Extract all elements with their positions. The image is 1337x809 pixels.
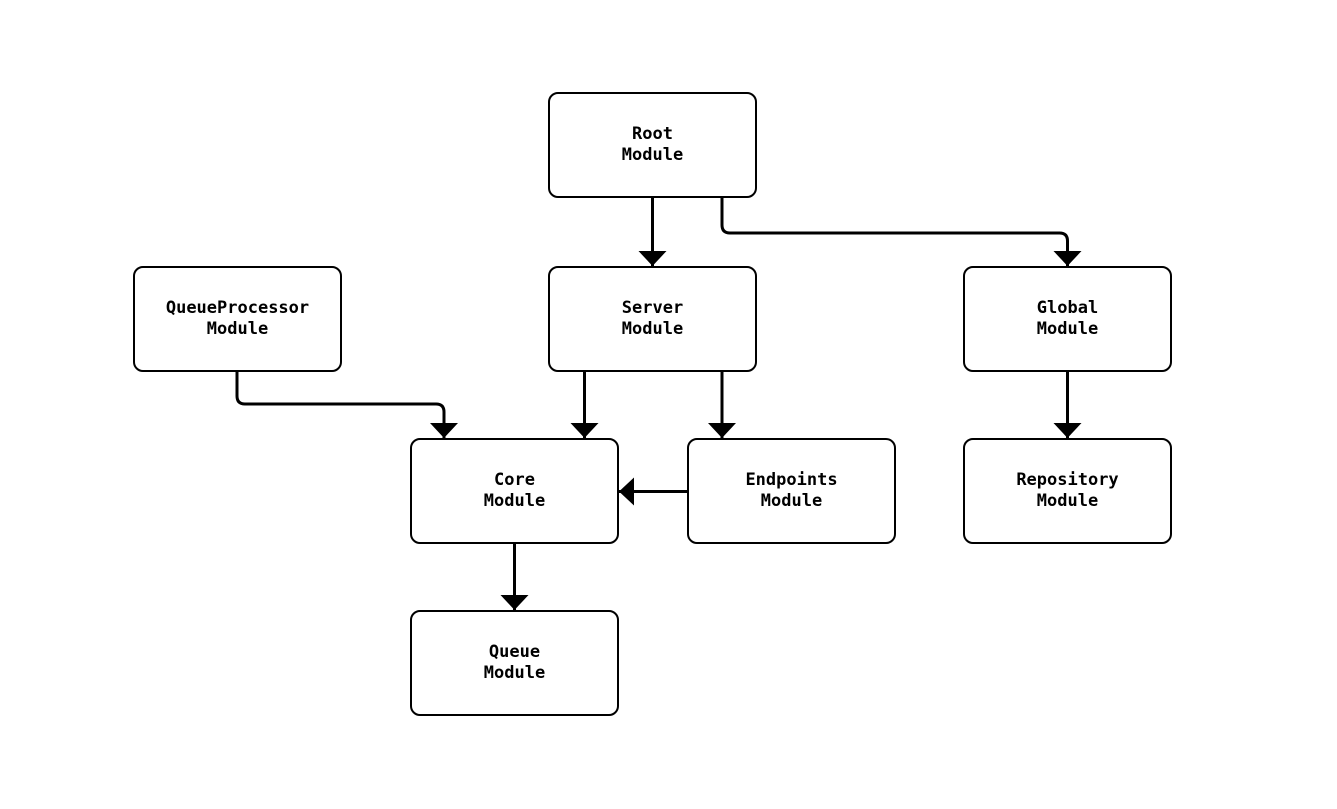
node-label: QueueProcessor Module [165, 298, 310, 339]
edge-root-to-global [720, 198, 1082, 266]
node-root-module: Root Module [548, 92, 757, 198]
node-label: Core Module [483, 470, 546, 511]
edge-queueprocessor-to-core [235, 372, 458, 438]
node-global-module: Global Module [963, 266, 1172, 372]
node-server-module: Server Module [548, 266, 757, 372]
node-label: Repository Module [1016, 470, 1119, 511]
node-endpoints-module: Endpoints Module [687, 438, 896, 544]
edges-group [235, 198, 1082, 610]
node-label: Root Module [621, 124, 684, 165]
node-label: Server Module [621, 298, 684, 339]
node-queueprocessor-module: QueueProcessor Module [133, 266, 342, 372]
node-queue-module: Queue Module [410, 610, 619, 716]
node-repository-module: Repository Module [963, 438, 1172, 544]
node-label: Queue Module [483, 642, 546, 683]
node-core-module: Core Module [410, 438, 619, 544]
node-label: Endpoints Module [745, 470, 838, 511]
node-label: Global Module [1036, 298, 1099, 339]
